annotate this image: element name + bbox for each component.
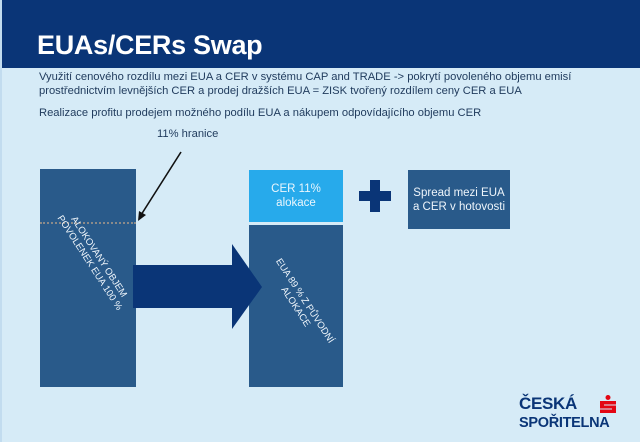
cer-allocation-box: CER 11% alokace	[249, 170, 343, 222]
paragraph-1-line-2: prostřednictvím levnějších CER a prodej …	[39, 85, 522, 97]
spread-box-line-1: Spread mezi EUA	[413, 186, 505, 199]
paragraph-1: Využití cenového rozdílu mezi EUA a CER …	[39, 70, 571, 98]
slide-title: EUAs/CERs Swap	[37, 30, 263, 60]
logo-line-2: SPOŘITELNA	[519, 415, 610, 431]
logo-line-1: ČESKÁ	[519, 394, 578, 413]
allocated-volume-box	[40, 169, 136, 387]
eua-allocation-box	[249, 225, 343, 387]
spread-box-line-2: a CER v hotovosti	[412, 200, 506, 213]
paragraph-2-line-1: Realizace profitu prodejem možného podíl…	[39, 107, 482, 119]
threshold-dotted-line	[40, 222, 136, 224]
paragraph-1-line-1: Využití cenového rozdílu mezi EUA a CER …	[39, 71, 572, 83]
ceska-sporitelna-logo: ČESKÁ SPOŘITELNA	[519, 394, 629, 434]
paragraph-2: Realizace profitu prodejem možného podíl…	[39, 106, 481, 120]
plus-icon	[359, 180, 391, 212]
threshold-annotation: 11% hranice	[157, 128, 219, 140]
right-arrow-icon	[133, 244, 262, 329]
spread-box: Spread mezi EUA a CER v hotovosti	[408, 170, 510, 229]
cer-box-line-1: CER 11%	[271, 183, 321, 195]
sporitelna-s-icon	[600, 395, 616, 413]
header-bar: EUAs/CERs Swap	[2, 0, 640, 68]
pointer-arrow-icon	[138, 151, 182, 221]
cer-box-line-2: alokace	[276, 197, 316, 209]
